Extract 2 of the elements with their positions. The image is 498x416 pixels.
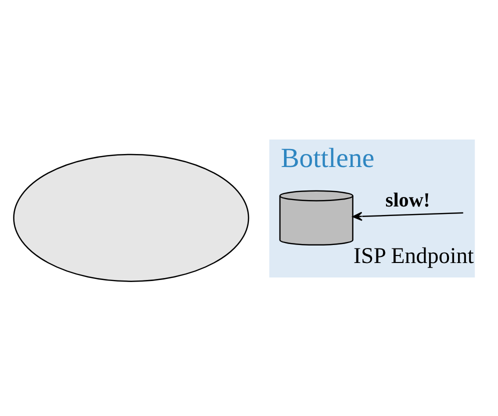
- node-label: ISP Endpoint: [354, 242, 474, 268]
- edge-label: slow!: [385, 188, 430, 211]
